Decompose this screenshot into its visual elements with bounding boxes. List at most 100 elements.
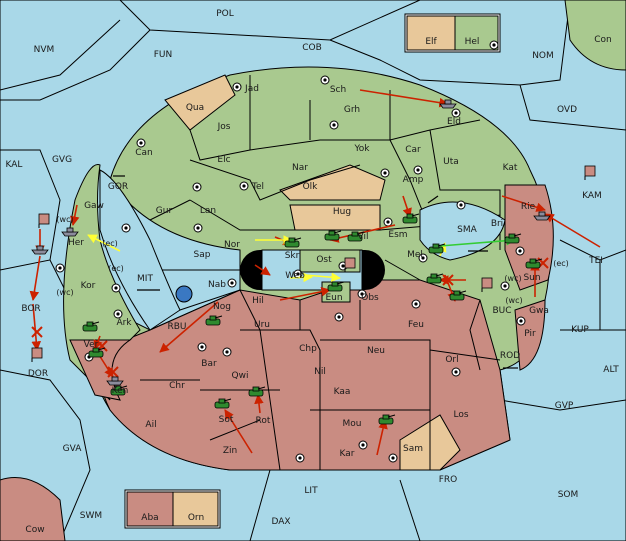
sea-label: SMA (457, 225, 477, 235)
sea-label: POL (216, 9, 234, 19)
supply-center-dot (503, 284, 507, 288)
territory-qua[interactable] (164, 74, 236, 131)
move-order-arrow (224, 409, 253, 454)
strait-link-icon (427, 195, 439, 204)
army-unit-icon[interactable] (327, 281, 345, 292)
failed-order-icon (31, 326, 43, 338)
territory-olk[interactable] (279, 164, 386, 201)
supply-center-dot (298, 456, 302, 460)
supply-center-dot (341, 264, 345, 268)
army-unit-icon[interactable] (248, 386, 266, 397)
supply-center-dot (459, 203, 463, 207)
supply-center-dot (454, 111, 458, 115)
fleet-unit-icon[interactable] (61, 227, 79, 237)
territory-label: Pir (524, 329, 536, 339)
army-unit-icon[interactable] (525, 258, 543, 269)
army-unit-icon[interactable] (378, 414, 396, 425)
coast-label: (wc) (505, 296, 522, 305)
move-order-arrow (402, 195, 412, 218)
territory-cow[interactable] (0, 477, 66, 541)
territory-label: Qua (186, 103, 204, 113)
army-unit-icon[interactable] (110, 385, 128, 396)
army-unit-icon[interactable] (82, 321, 100, 332)
territory-label: Lan (200, 206, 216, 216)
sea-label: Con (594, 35, 612, 45)
territory-elf[interactable] (406, 15, 456, 51)
territory-label: Nil (314, 367, 326, 377)
dislodged-unit-icon[interactable] (481, 277, 493, 292)
supply-center-dot (383, 171, 387, 175)
sea-label: NOM (532, 51, 554, 61)
army-unit-icon[interactable] (449, 290, 467, 301)
territory-label: Ver (84, 340, 99, 350)
army-unit-icon[interactable] (347, 231, 365, 242)
supply-center-dot (454, 370, 458, 374)
territory-label: Car (405, 145, 421, 155)
army-unit-icon[interactable] (324, 230, 342, 241)
territory-label: Nor (224, 240, 240, 250)
move-order-arrow (544, 213, 601, 248)
sea-label: MIT (137, 274, 153, 284)
supply-center-dot (414, 302, 418, 306)
sea-label: GOR (108, 182, 128, 192)
sea-label: FRO (439, 475, 458, 485)
army-unit-icon[interactable] (88, 347, 106, 358)
fleet-unit-icon[interactable] (533, 211, 551, 221)
territory-label: Gaw (84, 201, 104, 211)
sea-label: GVP (555, 401, 574, 411)
fleet-unit-icon[interactable] (439, 99, 457, 109)
army-unit-icon[interactable] (428, 243, 446, 254)
territory-label: Olk (303, 182, 319, 192)
territory-label: Rie (521, 202, 536, 212)
move-order-arrow (359, 89, 449, 108)
supply-center-dot (196, 226, 200, 230)
territory-label: Nog (213, 302, 231, 312)
sea-label: FUN (154, 50, 173, 60)
supply-center-dot (230, 281, 234, 285)
territory-label: Mel (407, 250, 423, 260)
army-unit-icon[interactable] (402, 213, 420, 224)
move-order-arrow (254, 394, 264, 414)
dislodged-unit-icon[interactable] (344, 257, 356, 272)
territory-label: Kar (340, 449, 355, 459)
coast-label: (wc) (56, 215, 73, 224)
territory-label: Jad (244, 84, 259, 94)
army-unit-icon[interactable] (504, 233, 522, 244)
territory-label: Esm (388, 230, 407, 240)
army-unit-icon[interactable] (284, 237, 302, 248)
dislodged-unit-icon[interactable] (584, 165, 596, 180)
dislodged-unit-icon[interactable] (31, 347, 43, 362)
supply-center-dot (518, 249, 522, 253)
coast-label: (ec) (102, 239, 118, 248)
territory-label: Orl (445, 355, 458, 365)
coast-label: (wc) (56, 288, 73, 297)
sea-label: BUC (492, 306, 511, 316)
sea-label: NVM (34, 45, 55, 55)
territory-label: Ail (145, 420, 156, 430)
territory-label: Rot (256, 416, 271, 426)
supply-center-dot (323, 78, 327, 82)
fleet-unit-icon[interactable] (106, 376, 124, 386)
move-order-arrow (69, 204, 80, 226)
coast-label: (ec) (108, 264, 124, 273)
sea-label: LIT (304, 486, 318, 496)
supply-center-dot (421, 256, 425, 260)
territory-label: Elf (425, 37, 437, 47)
territory-label: Eun (325, 293, 342, 303)
dislodged-unit-icon[interactable] (38, 213, 50, 228)
territory-orn[interactable] (172, 491, 219, 527)
coast-label: (ec) (553, 259, 569, 268)
sea-label: KUP (571, 325, 589, 335)
territory-label: Sap (194, 250, 211, 260)
army-unit-icon[interactable] (214, 398, 232, 409)
territory-label: Sam (403, 444, 423, 454)
army-unit-icon[interactable] (426, 273, 444, 284)
army-unit-icon[interactable] (205, 315, 223, 326)
territory-label: Uru (254, 320, 270, 330)
sea-label: DAX (271, 517, 290, 527)
territory-label: Gwa (529, 306, 549, 316)
fleet-unit-icon[interactable] (31, 245, 49, 255)
supply-center-dot (332, 123, 336, 127)
sea-label: KAM (582, 191, 602, 201)
